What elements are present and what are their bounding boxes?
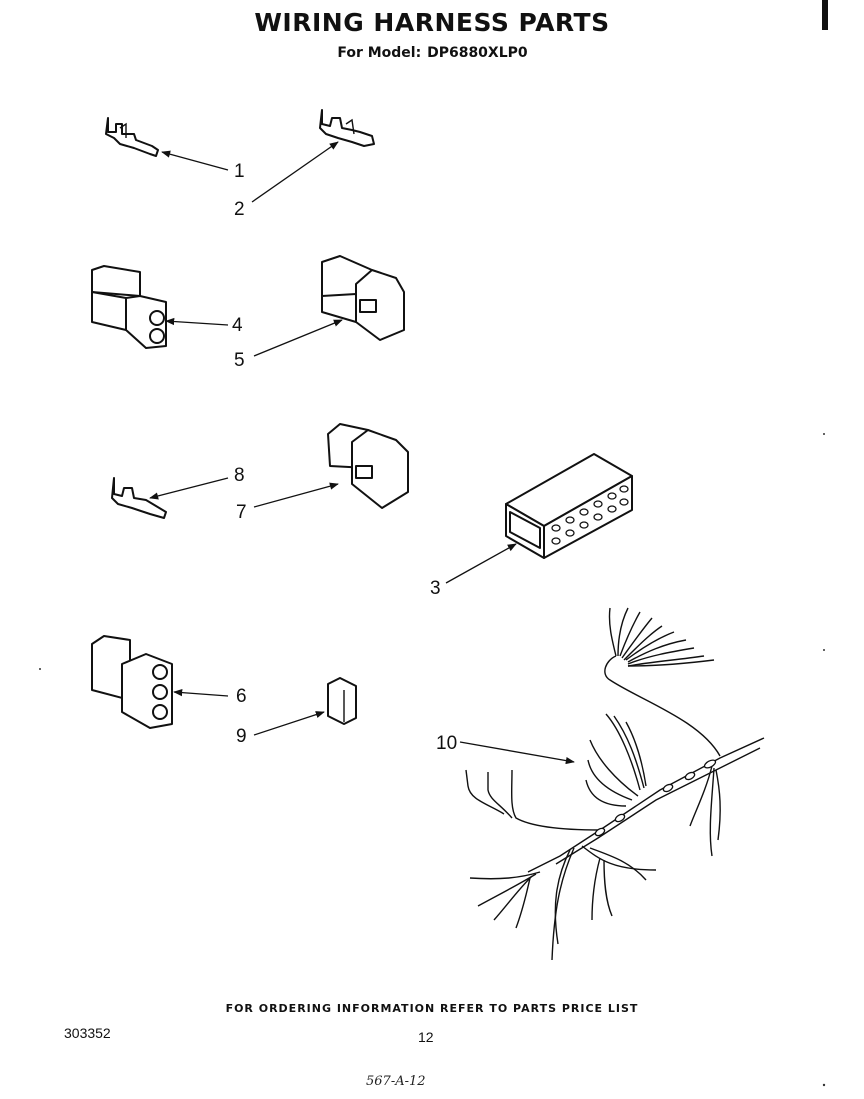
scan-specks xyxy=(39,433,826,1087)
callout-1: 1 xyxy=(234,161,245,182)
part-7-clip-housing[interactable] xyxy=(327,423,409,509)
part-1-terminal[interactable] xyxy=(105,117,159,157)
document-number: 303352 xyxy=(64,1025,111,1041)
model-prefix: For Model: xyxy=(337,45,422,61)
part-6-three-pin-housing[interactable] xyxy=(91,635,173,729)
leader-lines xyxy=(149,141,575,765)
page-number: 12 xyxy=(418,1029,434,1045)
model-line: For Model: DP6880XLP0 xyxy=(0,45,864,61)
harness-connector-beads xyxy=(594,759,717,837)
part-3-connector-block[interactable] xyxy=(505,453,633,559)
harness-right-leads xyxy=(689,765,721,857)
part-3-cavities xyxy=(551,485,629,545)
callout-3: 3 xyxy=(430,578,441,599)
harness-middle-leads xyxy=(585,713,647,807)
harness-left-leads xyxy=(465,769,601,929)
ordering-note: FOR ORDERING INFORMATION REFER TO PARTS … xyxy=(225,1002,639,1015)
handwritten-code: 567-A-12 xyxy=(366,1074,426,1089)
callout-6: 6 xyxy=(236,686,247,707)
page-title: WIRING HARNESS PARTS xyxy=(254,8,610,37)
callout-7: 7 xyxy=(236,502,247,523)
part-2-terminal[interactable] xyxy=(319,109,375,147)
callout-10: 10 xyxy=(436,733,457,754)
part-8-terminal[interactable] xyxy=(111,477,167,519)
part-4-two-pin-housing[interactable] xyxy=(91,265,167,349)
callout-4: 4 xyxy=(232,315,243,336)
part-9-small-plug[interactable] xyxy=(327,677,357,725)
part-10-wiring-harness[interactable] xyxy=(465,607,765,961)
callout-8: 8 xyxy=(234,465,245,486)
model-number: DP6880XLP0 xyxy=(427,45,528,61)
callout-5: 5 xyxy=(234,350,245,371)
scan-edge-mark xyxy=(822,0,828,30)
callout-labels: 1 2 3 4 5 6 7 8 9 10 xyxy=(232,161,457,754)
callout-2: 2 xyxy=(234,199,245,220)
harness-bottom-leads xyxy=(551,845,657,961)
harness-upper-leads xyxy=(608,607,715,667)
part-5-clip-housing[interactable] xyxy=(321,255,405,341)
callout-9: 9 xyxy=(236,726,247,747)
